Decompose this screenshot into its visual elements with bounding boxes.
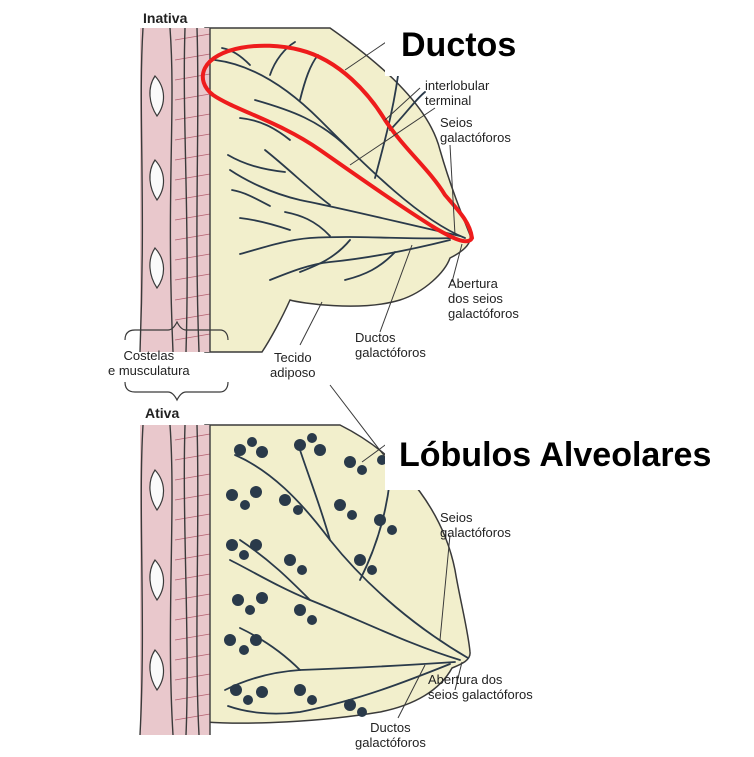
muscle-strip-top: [140, 28, 210, 352]
label-costelas-musculatura: Costelas e musculatura: [108, 348, 190, 378]
label-seios-galactoforos-bottom: Seios galactóforos: [440, 510, 511, 540]
label-abertura-seios-bottom: Abertura dos seios galactóforos: [428, 672, 533, 702]
label-abertura-seios-top: Abertura dos seios galactóforos: [448, 276, 519, 321]
ductos-callout: Ductos: [385, 14, 553, 76]
inactive-panel: [140, 28, 472, 352]
panel-title-inactive: Inativa: [143, 10, 187, 26]
lobulos-alveolares-callout: Lóbulos Alveolares: [385, 420, 754, 490]
label-ductos-galactoforos-top: Ductos galactóforos: [355, 330, 426, 360]
breast-outline-top: [205, 28, 470, 352]
costelas-bracket-lower: [125, 382, 228, 400]
panel-title-active: Ativa: [145, 405, 179, 421]
label-ductos-galactoforos-bottom: Ductos galactóforos: [355, 720, 426, 750]
label-seios-galactoforos-top: Seios galactóforos: [440, 115, 511, 145]
label-interlobular-terminal: interlobular terminal: [425, 78, 489, 108]
label-tecido-adiposo: Tecido adiposo: [270, 350, 316, 380]
